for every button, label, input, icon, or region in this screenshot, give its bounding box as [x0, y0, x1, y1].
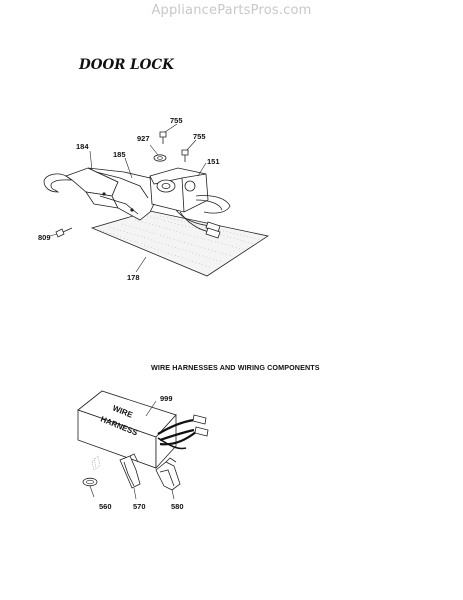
label-999: 999	[160, 394, 173, 403]
label-178: 178	[127, 273, 140, 282]
part-178-insulation	[90, 210, 270, 277]
part-755-screw-a	[159, 131, 167, 144]
part-809-screw	[55, 227, 73, 238]
label-184: 184	[76, 142, 89, 151]
label-755-top: 755	[170, 116, 183, 125]
part-927-washer	[153, 154, 167, 162]
label-570: 570	[133, 502, 146, 511]
part-151-switch-motor	[149, 167, 231, 239]
part-560-grommet	[82, 455, 101, 487]
wiring-section-title: WIRE HARNESSES AND WIRING COMPONENTS	[151, 363, 320, 372]
part-999-harness-box: WIRE HARNESS	[77, 390, 177, 470]
wire-harness-assembly: WIRE HARNESS	[77, 390, 209, 511]
part-570-terminal	[119, 453, 141, 489]
door-lock-assembly: 184 185 927 755 755 151 809 178	[38, 116, 270, 282]
label-185: 185	[113, 150, 126, 159]
harness-wires	[157, 414, 209, 450]
label-151: 151	[207, 157, 220, 166]
label-755-right: 755	[193, 132, 206, 141]
part-755-screw-b	[181, 149, 189, 162]
label-809: 809	[38, 233, 51, 242]
part-185-lock-bar	[87, 167, 161, 221]
label-580: 580	[171, 502, 184, 511]
door-lock-title: DOOR LOCK	[79, 57, 174, 73]
site-watermark: AppliancePartsPros.com	[151, 3, 312, 18]
label-927: 927	[137, 134, 150, 143]
part-580-terminal	[155, 457, 181, 491]
label-560: 560	[99, 502, 112, 511]
